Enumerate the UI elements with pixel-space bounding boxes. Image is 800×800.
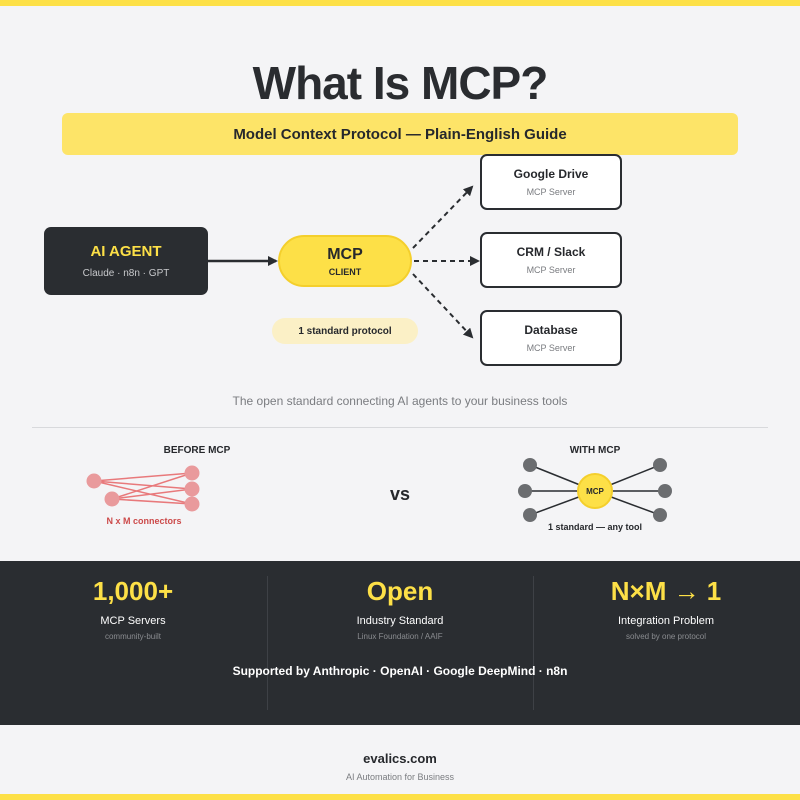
stats-panel (0, 561, 800, 725)
tool-node (523, 458, 537, 472)
subtitle-banner: Model Context Protocol — Plain-English G… (62, 113, 738, 155)
stat-divider (533, 576, 534, 710)
stat-mcp-servers: 1,000+ MCP Servers community-built (13, 576, 253, 641)
stat-value: Open (366, 576, 434, 606)
bottom-accent-stripe (0, 794, 800, 800)
mesh-link (93, 480, 193, 505)
server-name: Google Drive (513, 167, 589, 181)
mesh-node (104, 491, 120, 507)
mcp-hub-label: MCP (586, 487, 604, 496)
tool-node (653, 508, 667, 522)
server-name: Database (524, 323, 578, 337)
stat-subtext: community-built (104, 632, 161, 641)
server-type: MCP Server (526, 265, 576, 275)
subtitle-text: Model Context Protocol — Plain-English G… (233, 125, 567, 143)
stat-label: MCP Servers (100, 615, 166, 627)
mcp-hub-node (577, 473, 613, 509)
mesh-link (111, 472, 193, 500)
server-box-google-drive: Google Drive MCP Server (480, 154, 622, 210)
mesh-node (184, 465, 200, 481)
before-mcp-caption: N x M connectors (106, 516, 182, 526)
stat-integration-problem: N×M → 1 Integration Problem solved by on… (546, 576, 786, 641)
stat-label: Industry Standard (356, 615, 444, 627)
footer-tagline: AI Automation for Business (345, 772, 455, 782)
tool-node (658, 484, 672, 498)
stat-value: N×M → 1 (610, 576, 722, 606)
tool-node (518, 484, 532, 498)
stat-subtext: solved by one protocol (625, 632, 707, 641)
mesh-node (86, 473, 102, 489)
protocol-note-pill: 1 standard protocol (272, 318, 418, 344)
mcp-client-subtitle: CLIENT (328, 266, 362, 277)
mesh-link (111, 498, 193, 505)
page-title: What Is MCP? (252, 57, 549, 109)
ai-agent-box: AI AGENT Claude · n8n · GPT (44, 227, 208, 295)
supported-by-line: Supported by Anthropic · OpenAI · Google… (232, 664, 568, 678)
protocol-note-text: 1 standard protocol (298, 325, 392, 337)
flow-tagline: The open standard connecting AI agents t… (232, 394, 568, 408)
stat-divider (267, 576, 268, 710)
server-box-crm-slack: CRM / Slack MCP Server (480, 232, 622, 288)
server-type: MCP Server (526, 343, 576, 353)
mesh-link (111, 488, 193, 500)
mesh-link (93, 480, 193, 490)
mesh-link (93, 472, 193, 482)
section-divider (32, 427, 768, 428)
server-box-database: Database MCP Server (480, 310, 622, 366)
with-mcp-title: WITH MCP (569, 445, 621, 456)
stat-value: 1,000+ (92, 576, 174, 606)
tool-node (523, 508, 537, 522)
mcp-client-title: MCP (327, 245, 363, 263)
mesh-node (184, 481, 200, 497)
top-accent-stripe (0, 0, 800, 6)
versus-label: vs (389, 484, 411, 504)
mesh-node (184, 496, 200, 512)
server-type: MCP Server (526, 187, 576, 197)
stat-label: Integration Problem (618, 615, 714, 627)
server-name: CRM / Slack (516, 245, 586, 259)
stat-industry-standard: Open Industry Standard Linux Foundation … (280, 576, 520, 641)
with-mcp-caption: 1 standard — any tool (547, 522, 643, 532)
mcp-client-pill: MCP CLIENT (278, 235, 412, 287)
footer-site-link[interactable]: evalics.com (363, 751, 437, 766)
ai-agent-subtitle: Claude · n8n · GPT (82, 268, 170, 279)
stat-subtext: Linux Foundation / AAIF (357, 632, 443, 641)
before-mcp-title: BEFORE MCP (163, 445, 231, 456)
ai-agent-title: AI AGENT (90, 243, 162, 260)
tool-node (653, 458, 667, 472)
